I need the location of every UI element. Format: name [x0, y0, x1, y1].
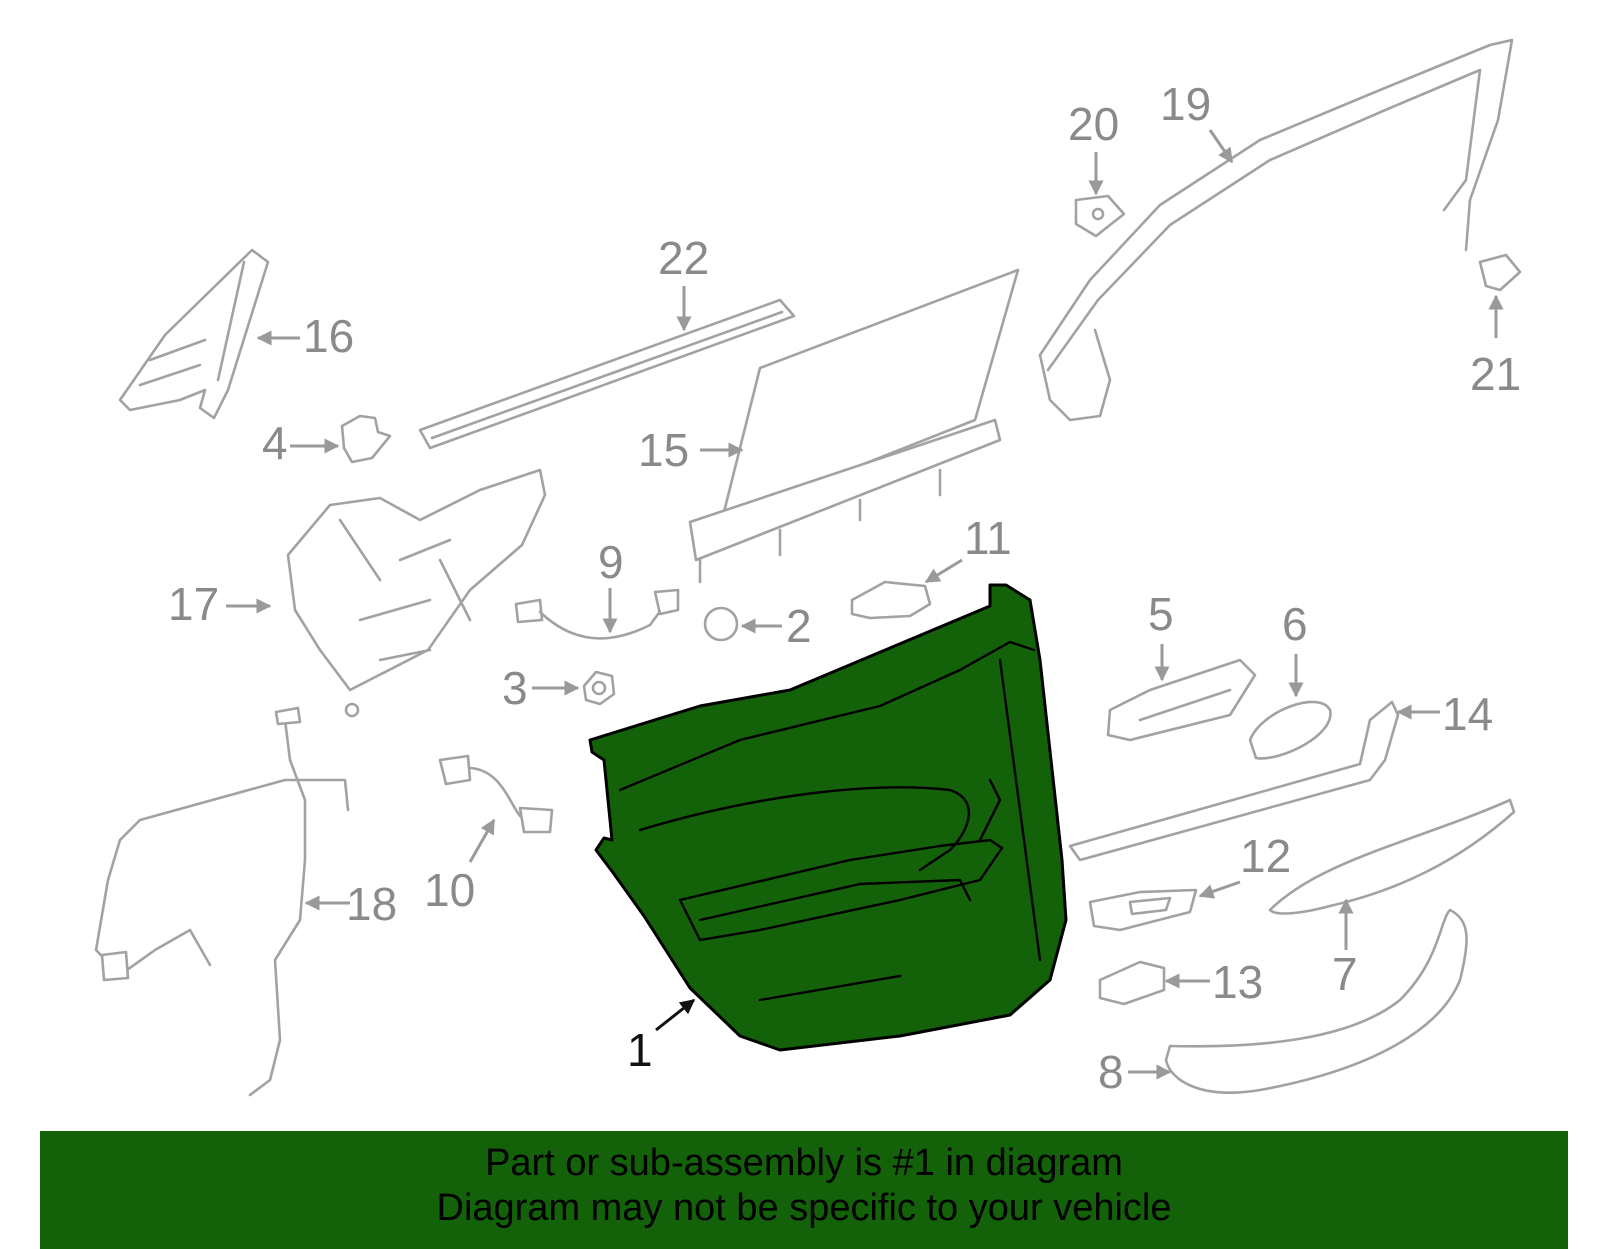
callout-13: 13 [1164, 956, 1263, 1008]
svg-text:22: 22 [658, 232, 709, 284]
callout-19: 19 [1160, 78, 1234, 164]
callout-6: 6 [1282, 598, 1308, 698]
part-10-harness[interactable] [438, 754, 554, 834]
svg-text:15: 15 [638, 424, 689, 476]
part-19-weatherstrip[interactable] [1038, 38, 1514, 422]
svg-text:14: 14 [1442, 688, 1493, 740]
part-2-grommet[interactable] [703, 606, 739, 642]
callout-12: 12 [1198, 830, 1291, 899]
part-15-sunshade[interactable] [688, 268, 1020, 584]
callout-7: 7 [1332, 898, 1358, 1000]
svg-text:9: 9 [598, 536, 624, 588]
part-20-clip[interactable] [1074, 194, 1126, 238]
svg-text:12: 12 [1240, 830, 1291, 882]
callout-18: 18 [304, 878, 397, 930]
svg-text:5: 5 [1148, 588, 1174, 640]
part-18-wiring-harness[interactable] [94, 706, 350, 1097]
part-5-inside-handle[interactable] [1106, 658, 1257, 742]
banner-line-1: Part or sub-assembly is #1 in diagram [485, 1142, 1123, 1184]
callout-10: 10 [424, 818, 496, 916]
svg-text:8: 8 [1098, 1046, 1124, 1098]
callout-5: 5 [1148, 588, 1174, 682]
callout-8: 8 [1098, 1046, 1172, 1098]
part-21-push-pin[interactable] [1478, 253, 1522, 292]
callout-22: 22 [658, 232, 709, 332]
svg-text:11: 11 [964, 512, 1012, 564]
callout-11: 11 [924, 512, 1012, 584]
part-8-armrest[interactable] [1164, 908, 1468, 1094]
callout-16: 16 [256, 310, 354, 362]
callout-9: 9 [598, 536, 624, 634]
svg-text:20: 20 [1068, 98, 1119, 150]
svg-text:7: 7 [1332, 948, 1358, 1000]
svg-text:10: 10 [424, 864, 475, 916]
part-13-switch-base[interactable] [1098, 960, 1166, 1006]
callout-4: 4 [262, 417, 340, 469]
banner-line-2: Diagram may not be specific to your vehi… [436, 1187, 1172, 1229]
svg-text:19: 19 [1160, 78, 1211, 130]
callout-3: 3 [502, 662, 580, 714]
svg-text:4: 4 [262, 417, 288, 469]
svg-text:1: 1 [627, 1024, 653, 1076]
part-4-clip[interactable] [340, 414, 392, 464]
part-9-harness[interactable] [514, 588, 680, 640]
svg-text:13: 13 [1212, 956, 1263, 1008]
part-16-pillar-trim[interactable] [118, 248, 270, 420]
part-22-belt-molding[interactable] [418, 298, 796, 450]
part-17-deflector[interactable] [286, 468, 547, 718]
svg-text:2: 2 [786, 600, 812, 652]
svg-text:18: 18 [346, 878, 397, 930]
callout-14: 14 [1396, 688, 1493, 740]
disclaimer-banner: Part or sub-assembly is #1 in diagram Di… [40, 1131, 1568, 1249]
svg-text:21: 21 [1470, 348, 1521, 400]
callout-21: 21 [1470, 294, 1521, 400]
svg-text:16: 16 [303, 310, 354, 362]
svg-text:17: 17 [168, 578, 219, 630]
svg-text:6: 6 [1282, 598, 1308, 650]
svg-text:3: 3 [502, 662, 528, 714]
callout-2: 2 [740, 600, 812, 652]
part-6-bezel[interactable] [1248, 700, 1332, 760]
part-11-bracket[interactable] [850, 580, 932, 620]
callout-15: 15 [638, 424, 744, 476]
callout-20: 20 [1068, 98, 1119, 196]
callout-1: 1 [627, 998, 696, 1076]
part-12-switch[interactable] [1088, 888, 1198, 932]
part-7-insert[interactable] [1268, 798, 1516, 915]
part-1-door-trim-panel[interactable] [588, 583, 1068, 1052]
callout-17: 17 [168, 578, 272, 630]
part-3-nut[interactable] [582, 670, 616, 706]
